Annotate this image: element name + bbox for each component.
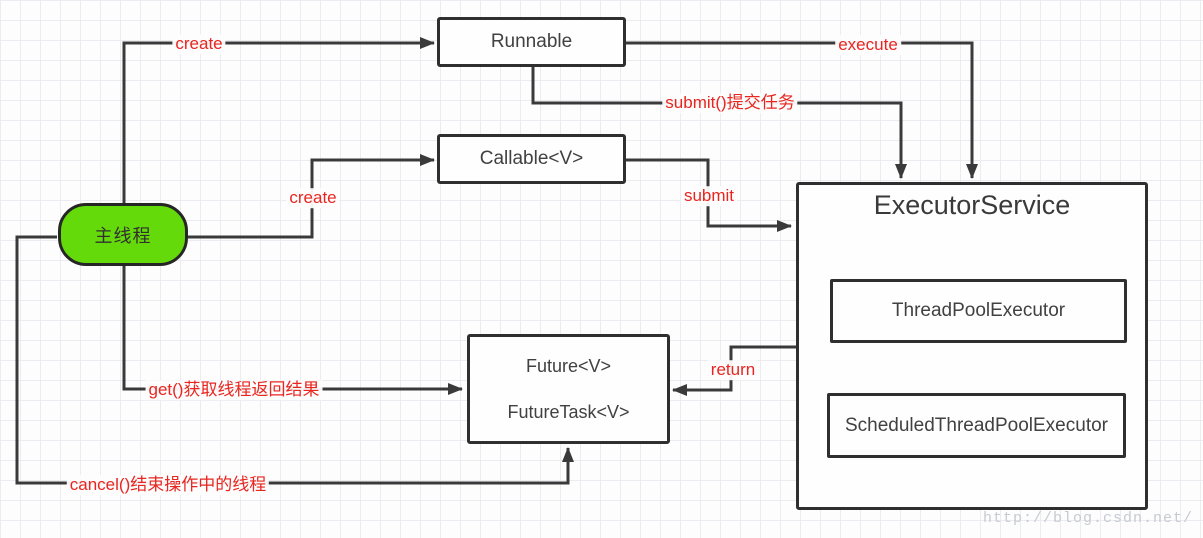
thread-pool-executor-label: ThreadPoolExecutor (891, 300, 1066, 321)
node-future-label: Future<V> (525, 355, 612, 376)
edge-execute-to-executorservice (625, 41, 978, 179)
edge-get-to-future (122, 265, 463, 395)
node-scheduled-thread-pool-executor: ScheduledThreadPoolExecutor (827, 393, 1126, 458)
node-callable: Callable<V> (437, 134, 626, 184)
node-runnable: Runnable (437, 17, 626, 67)
edge-label-create-callable: create (286, 188, 340, 208)
executor-service-title: ExecutorService (873, 190, 1071, 220)
edge-cancel-to-future (15, 235, 574, 485)
watermark-blog-url: http://blog.csdn.net/ (982, 510, 1193, 527)
edge-label-get-result: get()获取线程返回结果 (145, 380, 323, 400)
node-main-thread: 主线程 (58, 203, 188, 266)
node-future: Future<V> FutureTask<V> (467, 334, 670, 444)
edge-label-return: return (707, 360, 759, 380)
edge-create-to-runnable (122, 37, 435, 203)
node-thread-pool-executor: ThreadPoolExecutor (830, 279, 1127, 343)
node-executor-service: ExecutorService ThreadPoolExecutor Sched… (796, 182, 1148, 510)
edge-label-submit: submit (680, 186, 738, 206)
node-futuretask-label: FutureTask<V> (507, 401, 630, 422)
node-callable-label: Callable<V> (479, 148, 584, 169)
scheduled-thread-pool-executor-label: ScheduledThreadPoolExecutor (844, 414, 1108, 436)
edge-label-create-runnable: create (172, 34, 226, 54)
node-main-thread-label: 主线程 (94, 225, 152, 246)
edge-label-submit-task: submit()提交任务 (662, 93, 798, 113)
edge-label-cancel-thread: cancel()结束操作中的线程 (66, 475, 270, 495)
node-runnable-label: Runnable (490, 31, 573, 52)
edge-label-execute: execute (835, 35, 901, 55)
